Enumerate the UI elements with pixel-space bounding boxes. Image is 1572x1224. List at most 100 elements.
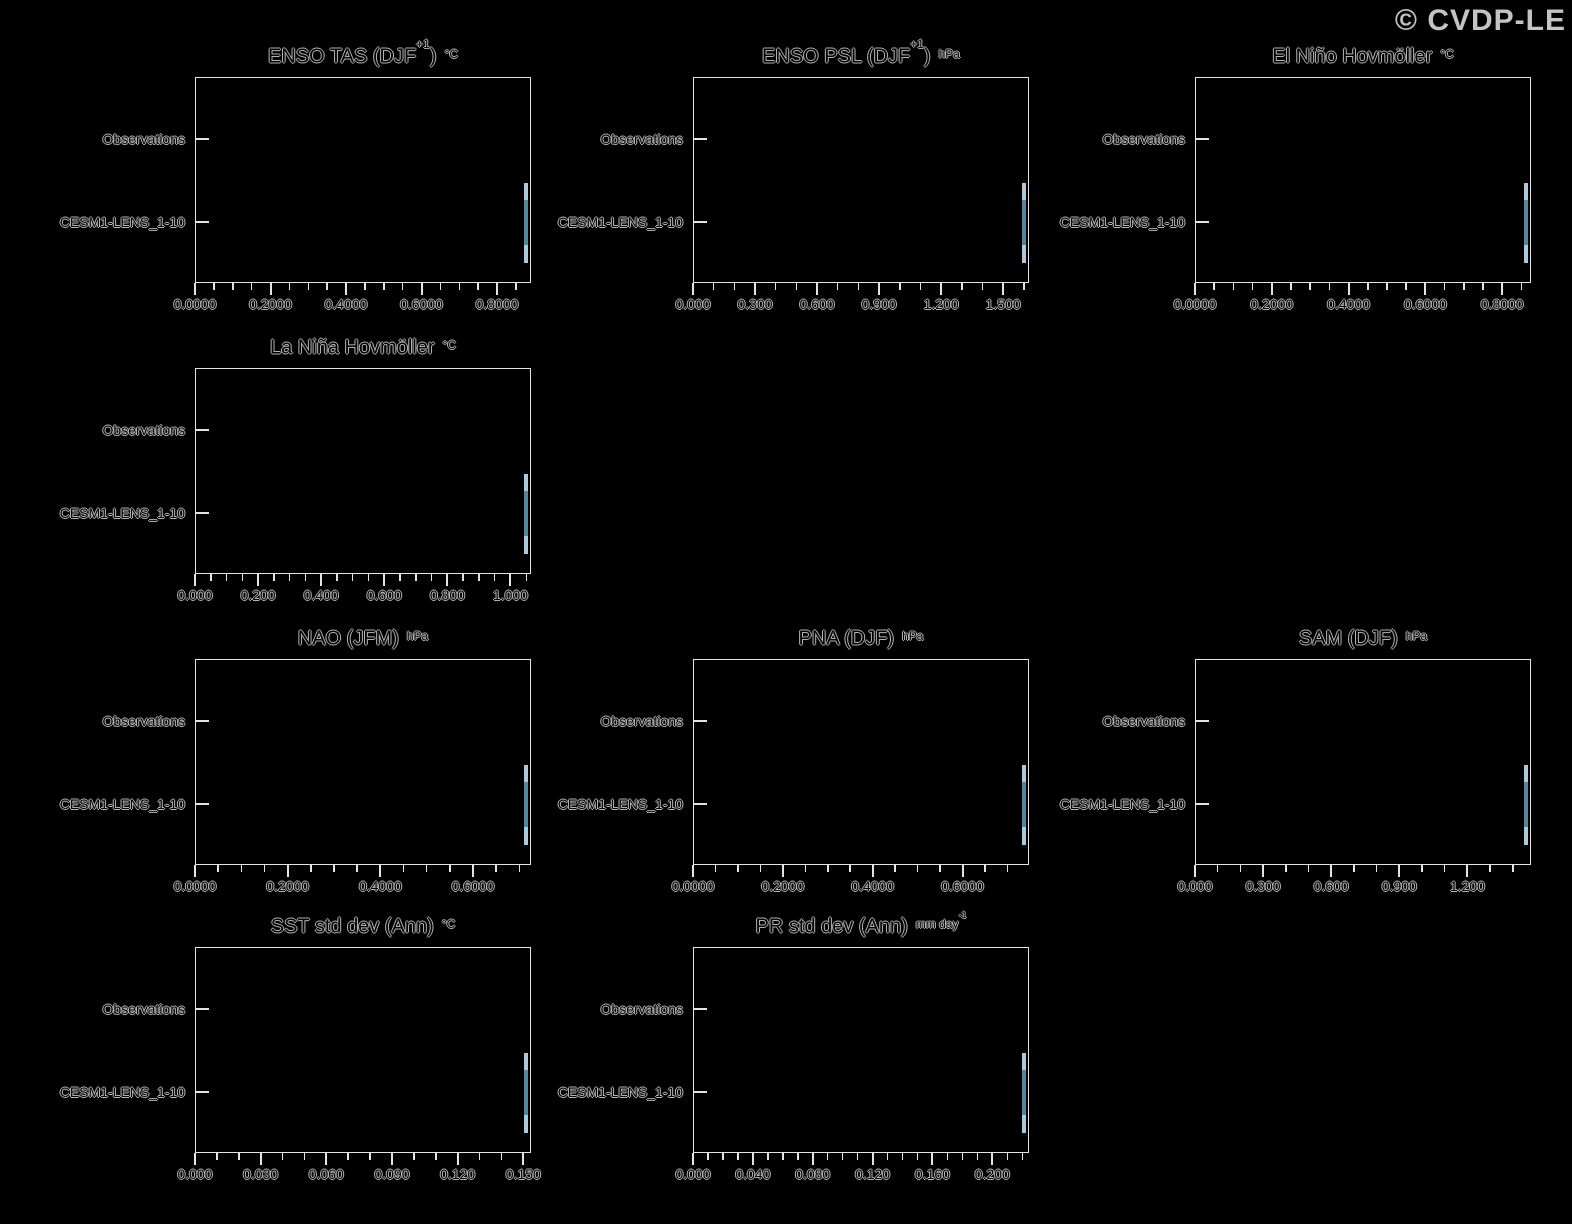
x-tick-mark <box>1398 865 1401 877</box>
x-minor-tick-mark <box>241 574 244 581</box>
x-tick-mark <box>878 283 881 295</box>
x-minor-tick-mark <box>1353 865 1355 872</box>
x-minor-tick-mark <box>402 865 405 872</box>
x-minor-tick-mark <box>827 865 829 872</box>
x-tick-mark <box>496 283 499 295</box>
ensemble-spread-box <box>524 1070 528 1115</box>
x-minor-tick-mark <box>288 574 291 581</box>
y-category-label: Observations <box>102 1000 185 1017</box>
x-tick-mark <box>781 865 784 877</box>
x-minor-tick-mark <box>1251 283 1254 290</box>
x-tick-label: 0.4000 <box>851 878 895 894</box>
chart-title-close: ) <box>429 45 437 68</box>
x-minor-tick-mark <box>493 574 496 581</box>
y-tick-mark <box>693 1091 707 1094</box>
plot-area <box>693 659 1029 865</box>
x-minor-tick-mark <box>449 865 451 872</box>
chart-title: PNA (DJF)hPa <box>613 619 1109 650</box>
x-tick-mark <box>522 1153 525 1165</box>
chart-unit: hPa <box>407 629 428 643</box>
x-tick-mark <box>931 1153 934 1165</box>
x-tick-mark <box>1501 283 1504 295</box>
x-tick-label: 0.2000 <box>1250 296 1294 312</box>
x-minor-tick-mark <box>1443 283 1446 290</box>
x-tick-mark <box>345 283 347 295</box>
chart-unit-text: °C <box>441 916 456 931</box>
x-tick-mark <box>257 574 260 586</box>
chart-unit-text: hPa <box>1405 628 1428 643</box>
x-minor-tick-mark <box>961 283 963 290</box>
x-tick-mark <box>1194 865 1196 877</box>
x-tick-mark <box>940 283 943 295</box>
ensemble-spread-box <box>1524 200 1528 245</box>
chart-unit-text: hPa <box>938 46 960 61</box>
x-tick-mark <box>1424 283 1427 295</box>
x-tick-mark <box>194 283 196 295</box>
x-tick-mark <box>1262 865 1265 877</box>
x-tick-label: 0.600 <box>1313 878 1349 894</box>
x-minor-tick-mark <box>495 865 497 872</box>
x-tick-label: 0.4000 <box>1327 296 1370 312</box>
x-minor-tick-mark <box>399 574 401 581</box>
x-tick-label: 0.2000 <box>761 878 805 894</box>
y-category-label: CESM1-LENS_1-10 <box>59 796 185 813</box>
chart-unit: °C <box>445 47 458 61</box>
x-minor-tick-mark <box>1285 865 1287 872</box>
x-minor-tick-mark <box>1309 283 1311 290</box>
x-minor-tick-mark <box>304 574 307 581</box>
y-tick-mark <box>195 1007 209 1010</box>
x-minor-tick-mark <box>1006 865 1009 872</box>
x-tick-mark <box>194 574 196 586</box>
x-tick-label: 0.090 <box>374 1166 410 1182</box>
x-tick-label: 0.600 <box>799 296 835 312</box>
plot-area <box>693 77 1029 283</box>
x-tick-mark <box>816 283 819 295</box>
x-minor-tick-mark <box>1290 283 1292 290</box>
x-minor-tick-mark <box>500 1153 503 1160</box>
x-tick-label: 0.000 <box>1177 878 1213 894</box>
x-tick-label: 0.0000 <box>671 878 715 894</box>
x-minor-tick-mark <box>213 283 215 290</box>
chart-title-text: PNA (DJF) <box>798 627 895 650</box>
chart-unit-text: mm day <box>915 916 959 931</box>
x-minor-tick-mark <box>515 283 517 290</box>
chart-unit: hPa <box>1406 629 1427 643</box>
x-tick-label: 0.400 <box>303 587 339 603</box>
x-tick-label: 0.000 <box>177 1166 213 1182</box>
chart-title-close: ) <box>923 45 931 68</box>
x-minor-tick-mark <box>976 1153 979 1160</box>
y-category-label: Observations <box>102 421 185 438</box>
ensemble-spread-whisker <box>524 183 528 263</box>
chart-unit: °C <box>443 338 456 352</box>
plot-area <box>195 77 531 283</box>
x-tick-label: 0.6000 <box>400 296 443 312</box>
x-tick-label: 1.200 <box>923 296 959 312</box>
y-category-label: Observations <box>1102 130 1185 147</box>
chart-title: SST std dev (Ann)°C <box>115 907 611 938</box>
x-tick-label: 0.300 <box>737 296 773 312</box>
x-minor-tick-mark <box>1386 283 1388 290</box>
plot-area <box>1195 77 1531 283</box>
x-minor-tick-mark <box>712 283 715 290</box>
x-minor-tick-mark <box>458 283 461 290</box>
x-minor-tick-mark <box>356 865 358 872</box>
x-minor-tick-mark <box>439 283 442 290</box>
plot-area <box>1195 659 1531 865</box>
y-tick-mark <box>195 221 209 224</box>
x-tick-label: 0.4000 <box>324 296 368 312</box>
x-minor-tick-mark <box>1489 865 1491 872</box>
x-minor-tick-mark <box>1239 865 1242 872</box>
ensemble-spread-box <box>524 200 528 245</box>
x-tick-label: 0.030 <box>243 1166 279 1182</box>
x-minor-tick-mark <box>326 283 328 290</box>
chart-title-text: ENSO PSL (DJF <box>762 45 911 68</box>
x-minor-tick-mark <box>1367 283 1369 290</box>
chart-unit: hPa <box>939 47 960 61</box>
y-tick-mark <box>195 719 209 722</box>
x-tick-label: 0.160 <box>914 1166 950 1182</box>
